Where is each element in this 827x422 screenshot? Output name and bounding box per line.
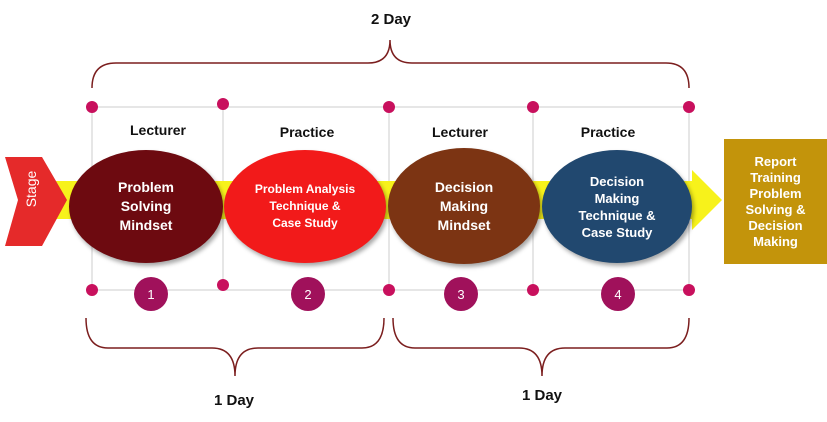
stage-2-ellipse: Problem Analysis Technique & Case Study bbox=[224, 150, 386, 263]
corner-dot bbox=[527, 101, 539, 113]
corner-dot bbox=[683, 101, 695, 113]
corner-dot bbox=[86, 284, 98, 296]
stage-4-title: Decision Making Technique & Case Study bbox=[578, 173, 656, 240]
stage-2-title: Problem Analysis Technique & Case Study bbox=[254, 182, 356, 230]
step-badge-1: 1 bbox=[134, 277, 168, 311]
top-bracket bbox=[91, 39, 690, 89]
stage-label: Stage bbox=[23, 170, 39, 208]
stage-3-ellipse: Decision Making Mindset bbox=[388, 148, 540, 264]
column-3-type: Lecturer bbox=[431, 124, 489, 140]
stage-3-title: Decision Making Mindset bbox=[434, 178, 494, 233]
bottom-left-duration-label: 1 Day bbox=[213, 392, 255, 409]
bottom-left-bracket bbox=[85, 317, 385, 377]
step-badge-3: 3 bbox=[444, 277, 478, 311]
corner-dot bbox=[217, 98, 229, 110]
column-4-type: Practice bbox=[580, 124, 636, 140]
top-duration-label: 2 Day bbox=[370, 11, 412, 28]
stage-4-ellipse: Decision Making Technique & Case Study bbox=[542, 150, 692, 263]
stage-1-title: Problem Solving Mindset bbox=[117, 179, 174, 233]
stage-1-ellipse: Problem Solving Mindset bbox=[69, 150, 223, 263]
corner-dot bbox=[383, 101, 395, 113]
corner-dot bbox=[217, 279, 229, 291]
corner-dot bbox=[383, 284, 395, 296]
stage-chevron bbox=[5, 157, 67, 246]
corner-dot bbox=[86, 101, 98, 113]
column-2-type: Practice bbox=[279, 124, 335, 140]
bottom-right-bracket bbox=[392, 317, 690, 377]
corner-dots bbox=[86, 98, 695, 296]
step-badge-2: 2 bbox=[291, 277, 325, 311]
report-text: Report Training Problem Solving & Decisi… bbox=[745, 153, 806, 249]
corner-dot bbox=[683, 284, 695, 296]
step-badge-4: 4 bbox=[601, 277, 635, 311]
report-output-box: Report Training Problem Solving & Decisi… bbox=[724, 139, 827, 264]
corner-dot bbox=[527, 284, 539, 296]
column-1-type: Lecturer bbox=[129, 122, 187, 138]
bottom-right-duration-label: 1 Day bbox=[521, 387, 563, 404]
